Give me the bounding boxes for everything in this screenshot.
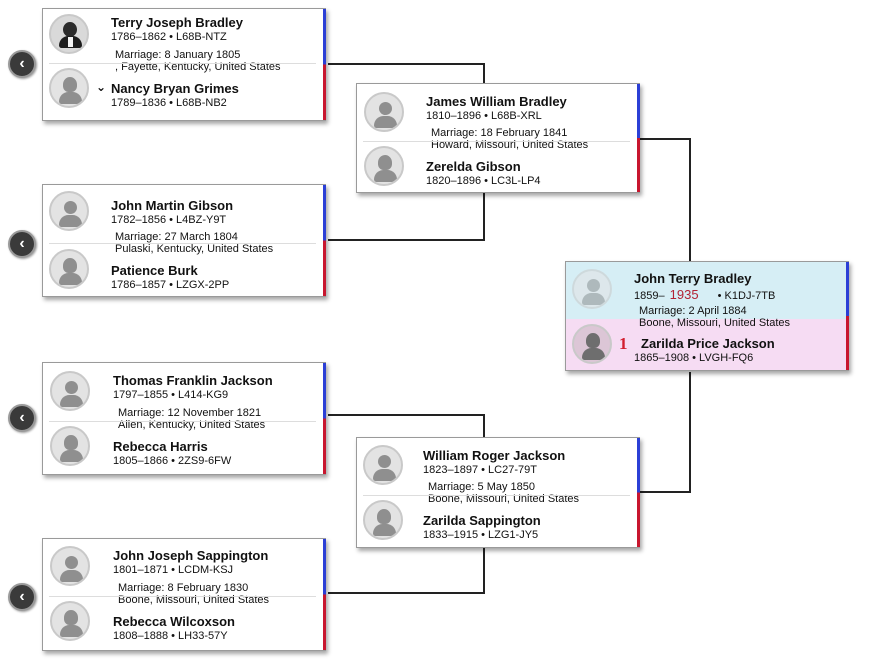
divider bbox=[49, 596, 316, 597]
marriage-info: Marriage: 8 February 1830 Boone, Missour… bbox=[118, 582, 269, 606]
connector-c2-p1 bbox=[328, 193, 485, 241]
female-avatar-icon bbox=[572, 324, 612, 364]
couple-card-william-zarilda[interactable]: William Roger Jackson 1823–1897 • LC27-7… bbox=[356, 437, 640, 548]
couple-card-focus-john-zarilda[interactable]: John Terry Bradley 1859– 1935 • K1DJ-7TB… bbox=[565, 261, 849, 371]
divider bbox=[49, 63, 316, 64]
marriage-date: Marriage: 8 February 1830 bbox=[118, 582, 249, 594]
husband-name[interactable]: James William Bradley bbox=[426, 94, 567, 109]
wife-dates: 1833–1915 • LZG1-JY5 bbox=[423, 529, 539, 541]
couple-card-sappington-wilcoxson[interactable]: John Joseph Sappington 1801–1871 • LCDM-… bbox=[42, 538, 326, 651]
male-avatar-icon bbox=[49, 191, 89, 231]
chevron-left-icon: ‹ bbox=[19, 409, 25, 426]
husband-dates: 1859– 1935 • K1DJ-7TB bbox=[634, 287, 775, 302]
female-avatar-icon bbox=[50, 426, 90, 466]
wife-dates: 1786–1857 • LZGX-2PP bbox=[111, 279, 230, 291]
wife-name[interactable]: Patience Burk bbox=[111, 263, 198, 278]
marriage-place: Boone, Missouri, United States bbox=[639, 317, 791, 329]
husband-name[interactable]: John Joseph Sappington bbox=[113, 548, 269, 563]
male-avatar-icon bbox=[50, 546, 90, 586]
marriage-info: Marriage: 5 May 1850 Boone, Missouri, Un… bbox=[428, 481, 579, 505]
wife-dates: 1820–1896 • LC3L-LP4 bbox=[426, 175, 541, 187]
focus-husband-section bbox=[566, 262, 846, 319]
male-avatar-icon bbox=[364, 92, 404, 132]
chevron-left-icon: ‹ bbox=[19, 235, 25, 252]
female-avatar-icon bbox=[363, 500, 403, 540]
female-avatar-icon bbox=[49, 249, 89, 289]
expand-ancestors-button-c3[interactable]: ‹ bbox=[8, 404, 36, 432]
chevron-left-icon: ‹ bbox=[19, 588, 25, 605]
husband-name[interactable]: John Terry Bradley bbox=[634, 271, 752, 286]
female-avatar-icon bbox=[364, 146, 404, 186]
wife-name[interactable]: Zerelda Gibson bbox=[426, 159, 521, 174]
death-year-highlight: 1935 bbox=[669, 287, 699, 302]
wife-name[interactable]: Rebecca Wilcoxson bbox=[113, 614, 235, 629]
wife-name[interactable]: Nancy Bryan Grimes bbox=[111, 81, 239, 96]
connector-c3-p2 bbox=[328, 414, 485, 437]
expand-ancestors-button-c4[interactable]: ‹ bbox=[8, 583, 36, 611]
husband-name[interactable]: Thomas Franklin Jackson bbox=[113, 373, 273, 388]
marriage-info: Marriage: 18 February 1841 Howard, Misso… bbox=[431, 127, 588, 151]
male-avatar-icon bbox=[50, 371, 90, 411]
couple-card-gibson-burk[interactable]: John Martin Gibson 1782–1856 • L4BZ-Y9T … bbox=[42, 184, 326, 297]
marriage-info: Marriage: 27 March 1804 Pulaski, Kentuck… bbox=[115, 231, 273, 255]
focus-wife-section bbox=[566, 319, 846, 370]
connector-p2-focus bbox=[640, 372, 691, 493]
marriage-place: , Fayette, Kentucky, United States bbox=[115, 61, 281, 73]
wife-name[interactable]: Zarilda Price Jackson bbox=[641, 336, 775, 351]
marriage-date: Marriage: 12 November 1821 bbox=[118, 407, 262, 419]
couple-card-terry-nancy[interactable]: Terry Joseph Bradley 1786–1862 • L68B-NT… bbox=[42, 8, 326, 121]
expand-ancestors-button-c2[interactable]: ‹ bbox=[8, 230, 36, 258]
husband-dates: 1801–1871 • LCDM-KSJ bbox=[113, 564, 234, 576]
wife-name[interactable]: Zarilda Sappington bbox=[423, 513, 541, 528]
marriage-place: Pulaski, Kentucky, United States bbox=[115, 243, 274, 255]
husband-dates: 1797–1855 • L414-KG9 bbox=[113, 389, 229, 401]
portrait-photo[interactable] bbox=[49, 14, 89, 54]
marriage-date: Marriage: 8 January 1805 bbox=[115, 49, 241, 61]
marriage-place: Allen, Kentucky, United States bbox=[118, 419, 266, 431]
marriage-place: Boone, Missouri, United States bbox=[428, 493, 580, 505]
marriage-date: Marriage: 5 May 1850 bbox=[428, 481, 535, 493]
husband-name[interactable]: John Martin Gibson bbox=[111, 198, 234, 213]
divider bbox=[363, 495, 630, 496]
connector-c1-p1 bbox=[328, 63, 485, 83]
birth-year: 1859– bbox=[634, 290, 665, 302]
marriage-place: Howard, Missouri, United States bbox=[431, 139, 589, 151]
couple-card-jackson-harris[interactable]: Thomas Franklin Jackson 1797–1855 • L414… bbox=[42, 362, 326, 475]
male-avatar-icon bbox=[363, 445, 403, 485]
divider bbox=[49, 421, 316, 422]
divider bbox=[363, 141, 630, 142]
chevron-down-icon[interactable]: ⌄ bbox=[96, 80, 107, 94]
wife-dates: 1808–1888 • LH33-57Y bbox=[113, 630, 228, 642]
marriage-date: Marriage: 27 March 1804 bbox=[115, 231, 238, 243]
connector-c4-p2 bbox=[328, 548, 485, 594]
person-id: • K1DJ-7TB bbox=[717, 290, 776, 302]
marriage-date: Marriage: 2 April 1884 bbox=[639, 305, 747, 317]
wife-dates: 1865–1908 • LVGH-FQ6 bbox=[634, 352, 754, 364]
wife-name[interactable]: Rebecca Harris bbox=[113, 439, 208, 454]
husband-dates: 1810–1896 • L68B-XRL bbox=[426, 110, 542, 122]
wife-dates: 1805–1866 • 2ZS9-6FW bbox=[113, 455, 232, 467]
marriage-place: Boone, Missouri, United States bbox=[118, 594, 270, 606]
husband-name[interactable]: Terry Joseph Bradley bbox=[111, 15, 243, 30]
female-avatar-icon bbox=[50, 601, 90, 641]
wife-dates: 1789–1836 • L68B-NB2 bbox=[111, 97, 227, 109]
chevron-left-icon: ‹ bbox=[19, 55, 25, 72]
marriage-info: Marriage: 12 November 1821 Allen, Kentuc… bbox=[118, 407, 265, 431]
marriage-date: Marriage: 18 February 1841 bbox=[431, 127, 568, 139]
husband-name[interactable]: William Roger Jackson bbox=[423, 448, 566, 463]
female-avatar-icon bbox=[49, 68, 89, 108]
husband-dates: 1782–1856 • L4BZ-Y9T bbox=[111, 214, 227, 226]
couple-card-james-zerelda[interactable]: James William Bradley 1810–1896 • L68B-X… bbox=[356, 83, 640, 193]
male-avatar-icon bbox=[572, 269, 612, 309]
record-count-badge[interactable]: 1 bbox=[619, 334, 628, 353]
connector-p1-focus bbox=[640, 138, 691, 261]
marriage-info: Marriage: 2 April 1884 Boone, Missouri, … bbox=[639, 305, 790, 329]
divider bbox=[49, 243, 316, 244]
marriage-info: Marriage: 8 January 1805 , Fayette, Kent… bbox=[115, 49, 281, 73]
husband-dates: 1786–1862 • L68B-NTZ bbox=[111, 31, 227, 43]
expand-ancestors-button-c1[interactable]: ‹ bbox=[8, 50, 36, 78]
husband-dates: 1823–1897 • LC27-79T bbox=[423, 464, 537, 476]
